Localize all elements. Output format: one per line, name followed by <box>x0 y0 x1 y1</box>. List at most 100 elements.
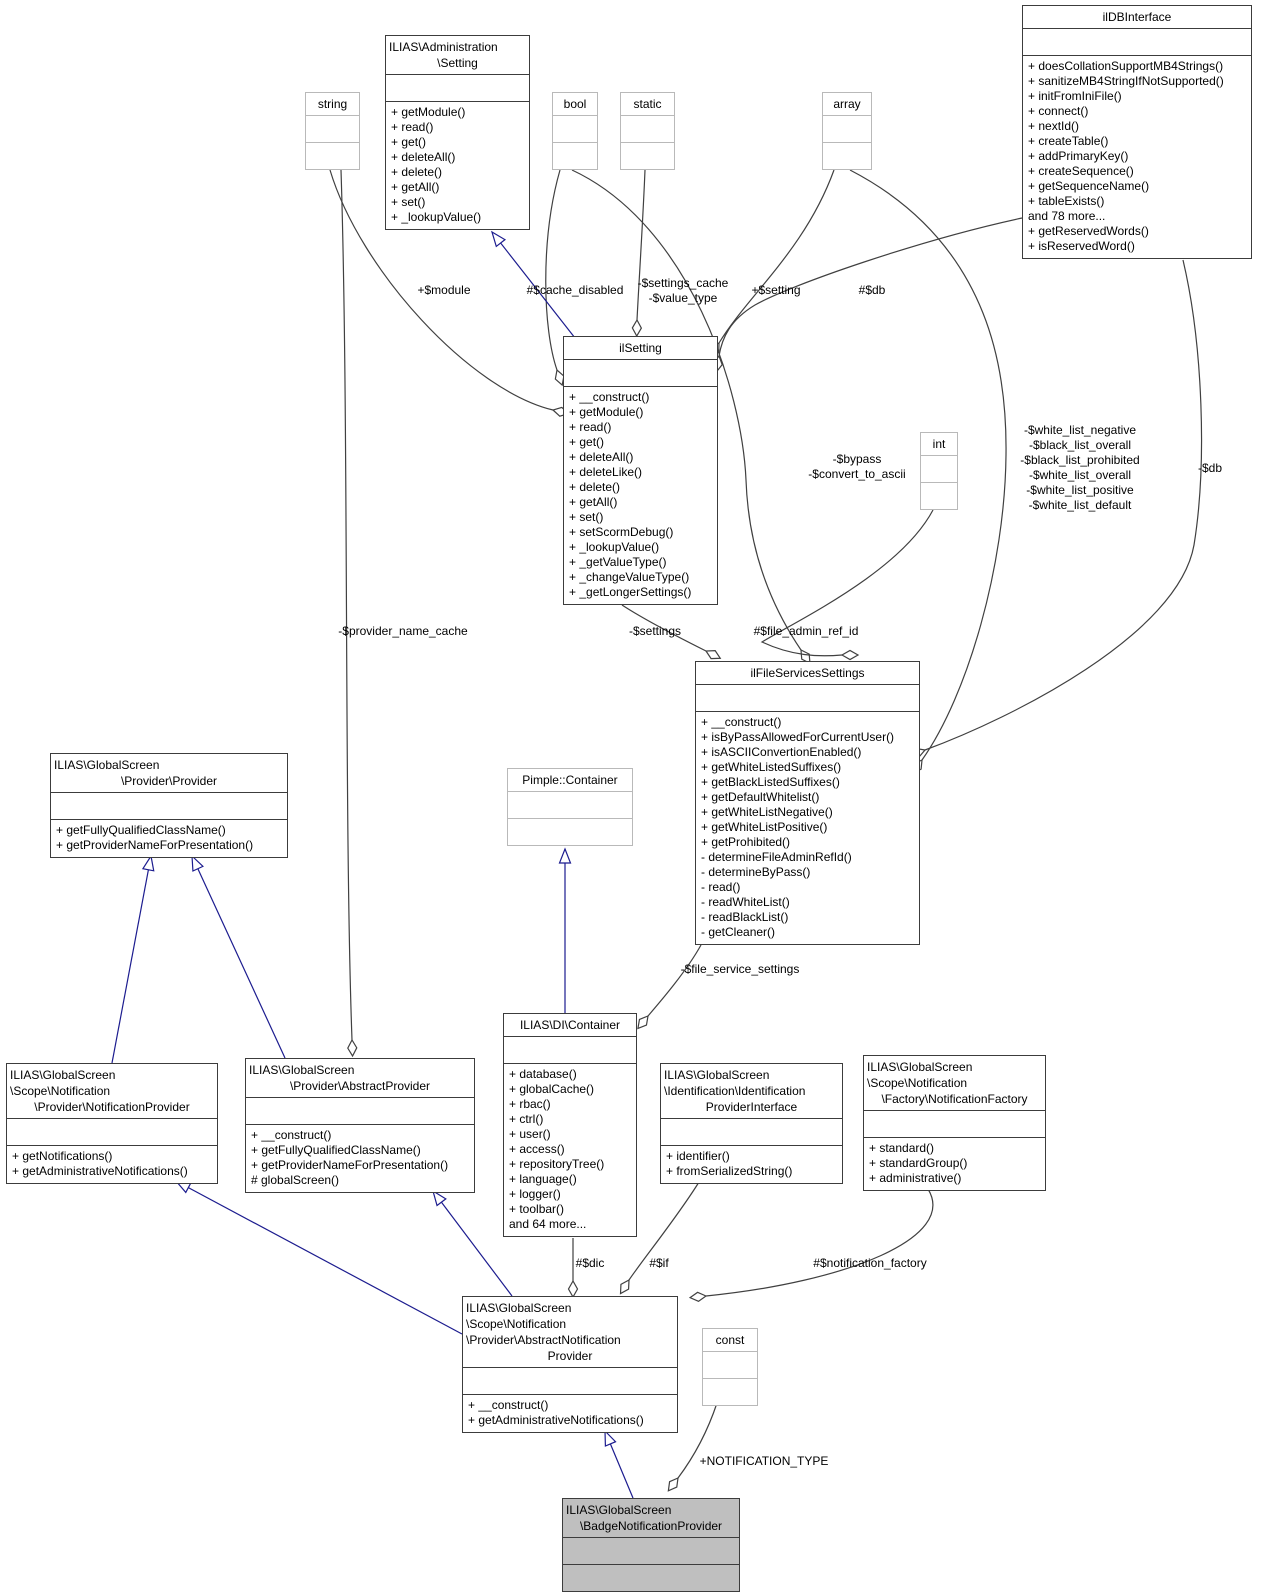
method-row: + getFullyQualifiedClassName() <box>251 1143 421 1157</box>
attributes-compartment <box>306 116 359 143</box>
attributes-compartment <box>508 792 632 819</box>
class-title-line: \Provider\Provider <box>120 774 218 788</box>
method-row: - getCleaner() <box>701 925 776 939</box>
class-int[interactable]: int <box>920 432 958 510</box>
edge-label-module: +$module <box>417 283 471 297</box>
class-title-line: const <box>715 1333 745 1347</box>
methods-compartment: + __construct()+ getAdministrativeNotifi… <box>463 1395 677 1432</box>
method-row: + tableExists() <box>1028 194 1105 208</box>
class-title-line: ILIAS\GlobalScreen <box>566 1503 672 1517</box>
methods-compartment <box>553 143 597 169</box>
method-row: + deleteAll() <box>391 150 456 164</box>
methods-compartment <box>306 143 359 169</box>
method-row: + set() <box>569 510 604 524</box>
class-static[interactable]: static <box>620 92 675 170</box>
class-string[interactable]: string <box>305 92 360 170</box>
method-row: + _lookupValue() <box>569 540 660 554</box>
class-abstract-provider[interactable]: ILIAS\GlobalScreen\Provider\AbstractProv… <box>245 1058 475 1193</box>
edge-notification-type <box>677 1402 718 1479</box>
method-row: + _getLongerSettings() <box>569 585 692 599</box>
methods-compartment: + database()+ globalCache()+ rbac()+ ctr… <box>504 1064 636 1236</box>
attributes-compartment <box>864 1111 1045 1138</box>
method-row: + getProviderNameForPresentation() <box>56 838 254 852</box>
method-row: + addPrimaryKey() <box>1028 149 1129 163</box>
method-row: + doesCollationSupportMB4Strings() <box>1028 59 1224 73</box>
method-row: + user() <box>509 1127 551 1141</box>
class-title: int <box>921 433 957 456</box>
method-row: + _lookupValue() <box>391 210 482 224</box>
edge-db-ilfss <box>924 259 1203 751</box>
method-row: + __construct() <box>569 390 650 404</box>
class-const[interactable]: const <box>702 1328 758 1406</box>
class-notification-factory[interactable]: ILIAS\GlobalScreen\Scope\Notification\Fa… <box>863 1055 1046 1191</box>
method-row: + isASCIIConvertionEnabled() <box>701 745 862 759</box>
methods-compartment <box>703 1379 757 1405</box>
method-row: + administrative() <box>869 1171 962 1185</box>
class-pimple-container[interactable]: Pimple::Container <box>507 768 633 846</box>
method-row: + language() <box>509 1172 577 1186</box>
method-row: + createTable() <box>1028 134 1109 148</box>
attributes-compartment <box>703 1352 757 1379</box>
edge-label-setting: +$setting <box>751 283 801 297</box>
methods-compartment: + identifier()+ fromSerializedString() <box>661 1146 842 1183</box>
class-di-container[interactable]: ILIAS\DI\Container + database()+ globalCa… <box>503 1013 637 1237</box>
aggregation-diamond-icon-provider-name-cache <box>347 1038 358 1058</box>
edge-ilsetting-extends-setting <box>491 231 576 339</box>
method-row: + logger() <box>509 1187 561 1201</box>
class-title: ILIAS\GlobalScreen\Identification\Identi… <box>661 1064 842 1119</box>
class-title: string <box>306 93 359 116</box>
method-row: + globalCache() <box>509 1082 595 1096</box>
class-bool[interactable]: bool <box>552 92 598 170</box>
inheritance-arrow-icon-di-extends-pimple <box>558 847 572 864</box>
attributes-compartment <box>564 360 717 387</box>
method-row: + access() <box>509 1142 565 1156</box>
edge-anp-implements-np <box>175 1180 463 1335</box>
method-row: + getAdministrativeNotifications() <box>12 1164 188 1178</box>
edge-np-extends-provider <box>111 855 152 1064</box>
class-title-line: ProviderInterface <box>705 1100 798 1114</box>
method-row: + getAdministrativeNotifications() <box>468 1413 644 1427</box>
class-title-line: bool <box>563 97 587 111</box>
edge-provider-name-cache <box>340 169 353 1041</box>
class-ilsetting[interactable]: ilSetting+ __construct()+ getModule()+ r… <box>563 336 718 605</box>
class-identification-provider-interface[interactable]: ILIAS\GlobalScreen\Identification\Identi… <box>660 1063 843 1184</box>
method-row: - readWhiteList() <box>701 895 790 909</box>
attributes-compartment <box>51 793 287 820</box>
method-row: + _changeValueType() <box>569 570 690 584</box>
class-title-line: ILIAS\Administration <box>389 40 498 54</box>
method-row: + standardGroup() <box>869 1156 968 1170</box>
class-ildbinterface[interactable]: ilDBInterface+ doesCollationSupportMB4St… <box>1022 5 1252 259</box>
method-row: + getFullyQualifiedClassName() <box>56 823 226 837</box>
class-title-line: ILIAS\GlobalScreen <box>10 1068 116 1082</box>
edge-file-admin-ref-id <box>760 509 934 657</box>
edge-white-list <box>849 169 1007 761</box>
methods-compartment: + __construct()+ isByPassAllowedForCurre… <box>696 712 919 944</box>
edge-label-file-service-settings: -$file_service_settings <box>680 962 800 976</box>
attributes-compartment <box>823 116 871 143</box>
class-badge-notification-provider[interactable]: ILIAS\GlobalScreen\BadgeNotificationProv… <box>562 1498 740 1592</box>
class-title: ILIAS\GlobalScreen\Provider\Provider <box>51 754 287 793</box>
class-notification-provider[interactable]: ILIAS\GlobalScreen\Scope\Notification\Pr… <box>6 1063 218 1184</box>
edge-anp-extends-ap <box>432 1190 513 1297</box>
method-row: + getAll() <box>569 495 618 509</box>
class-ilfileservicessettings[interactable]: ilFileServicesSettings+ __construct()+ i… <box>695 661 920 945</box>
class-title: ILIAS\DI\Container <box>504 1014 636 1037</box>
class-array[interactable]: array <box>822 92 872 170</box>
class-abstract-notification-provider[interactable]: ILIAS\GlobalScreen\Scope\Notification\Pr… <box>462 1296 678 1433</box>
class-provider[interactable]: ILIAS\GlobalScreen\Provider\Provider + ge… <box>50 753 288 858</box>
method-row: + getModule() <box>391 105 466 119</box>
method-row: + ctrl() <box>509 1112 544 1126</box>
attributes-compartment <box>921 456 957 483</box>
edge-label-notification-type: +NOTIFICATION_TYPE <box>699 1454 829 1468</box>
aggregation-diamond-icon-file-admin-ref-id <box>840 649 860 661</box>
class-title-line: ilSetting <box>619 341 662 355</box>
class-title: const <box>703 1329 757 1352</box>
aggregation-diamond-icon-notification-factory-edge <box>688 1291 708 1302</box>
method-row: + identifier() <box>666 1149 730 1163</box>
inheritance-arrow-icon-np-extends-provider <box>141 854 155 872</box>
class-administration-setting[interactable]: ILIAS\Administration\Setting+ getModule(… <box>385 35 530 230</box>
method-row: + deleteAll() <box>569 450 634 464</box>
edge-label-settings: -$settings <box>628 624 682 638</box>
attributes-compartment <box>504 1037 636 1064</box>
attributes-compartment <box>7 1119 217 1146</box>
